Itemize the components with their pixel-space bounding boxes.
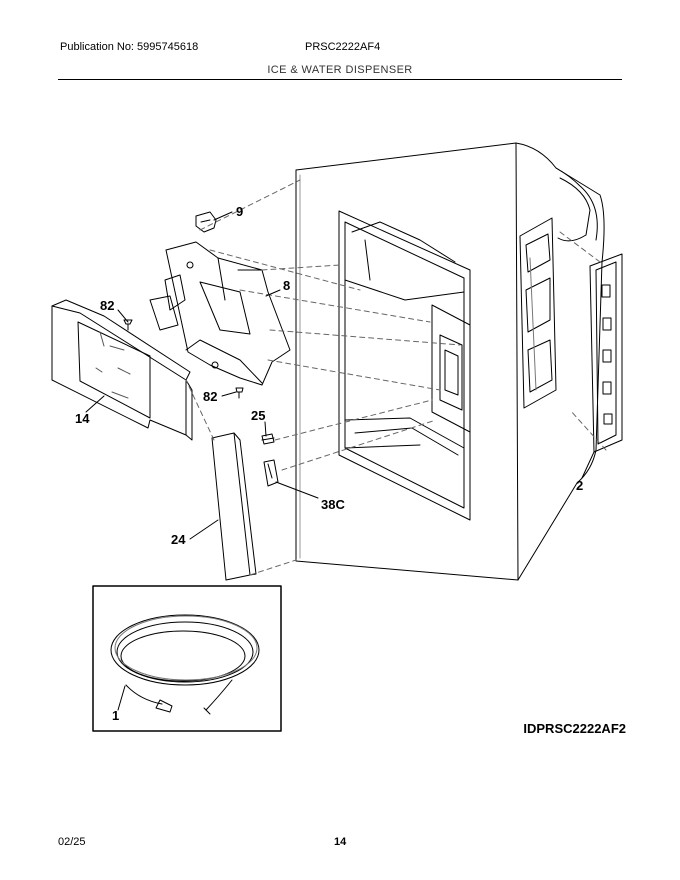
- callout-leaders: [85, 211, 595, 711]
- callout-1: 1: [112, 708, 119, 723]
- callout-8: 8: [283, 278, 290, 293]
- callout-24: 24: [171, 532, 186, 547]
- dashed-guide-lines: [185, 179, 607, 576]
- publication-number: Publication No: 5995745618: [60, 41, 199, 53]
- ice-chute-part-8: [149, 241, 291, 386]
- door-panel: [295, 142, 605, 581]
- cover-part-24: [211, 432, 257, 581]
- side-control-housing: [519, 217, 557, 409]
- callout-82-lower: 82: [203, 389, 217, 404]
- control-board-part-2: [589, 253, 623, 453]
- callout-9: 9: [236, 204, 243, 219]
- callout-2: 2: [576, 478, 583, 493]
- footer-date: 02/25: [58, 836, 86, 848]
- screw-part-82-lower: [235, 387, 244, 399]
- water-line-kit-box: [92, 585, 282, 732]
- dispenser-actuator: [431, 304, 471, 433]
- callout-25: 25: [251, 408, 265, 423]
- spring-part-25: [261, 433, 275, 445]
- header-rule: [58, 79, 622, 80]
- diagram-id: IDPRSC2222AF2: [523, 721, 626, 736]
- callout-38c: 38C: [321, 497, 345, 512]
- dispenser-panel-part-14: [51, 299, 193, 441]
- section-title: ICE & WATER DISPENSER: [267, 64, 413, 76]
- screw-part-82-upper: [123, 319, 133, 331]
- callout-82-upper: 82: [100, 298, 114, 313]
- clip-part-9: [195, 211, 217, 233]
- dispenser-recess: [338, 210, 471, 521]
- model-number: PRSC2222AF4: [305, 41, 381, 53]
- callout-14: 14: [75, 411, 90, 426]
- page-number: 14: [334, 836, 347, 848]
- switch-part-38c: [263, 459, 279, 487]
